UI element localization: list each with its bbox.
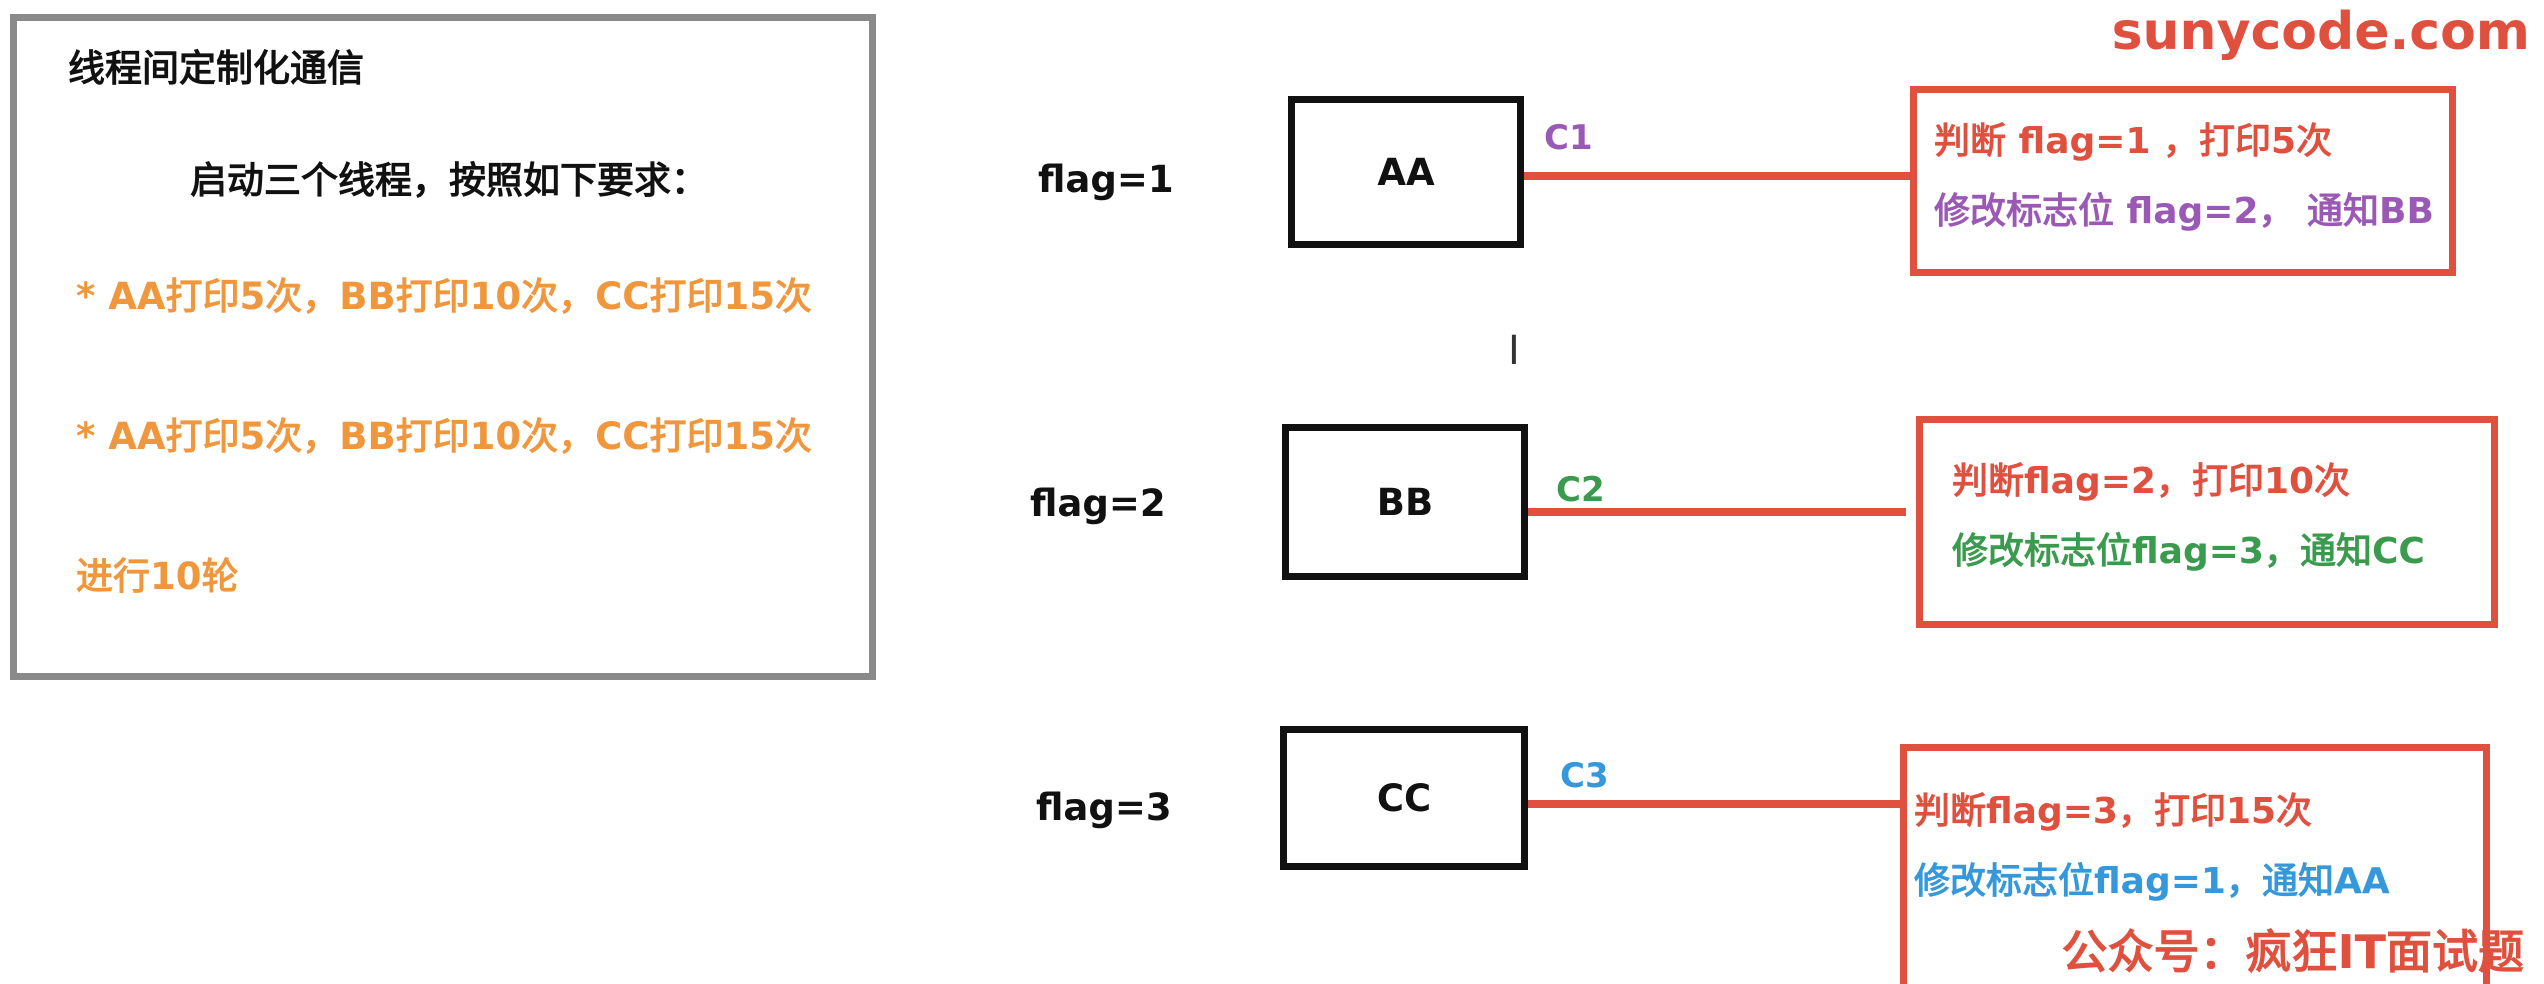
panel-subtitle: 启动三个线程，按照如下要求： [190, 159, 708, 202]
thread-box-bb: BB [1282, 424, 1528, 580]
connector-line-2 [1528, 508, 1906, 516]
requirement-2: * AA打印5次，BB打印10次，CC打印15次 [76, 415, 812, 458]
thread-box-cc: CC [1280, 726, 1528, 870]
panel-title: 线程间定制化通信 [68, 47, 364, 90]
text-cursor-icon: I [1508, 328, 1520, 374]
requirement-3: 进行10轮 [76, 555, 239, 598]
thread-name-cc: CC [1376, 776, 1432, 820]
connector-line-1 [1524, 172, 1910, 180]
action-box-1 [1910, 86, 2456, 276]
site-watermark: sunycode.com [2111, 2, 2530, 62]
footer-watermark: 公众号：疯狂IT面试题 [2061, 925, 2525, 979]
condition-label-c3: C3 [1560, 756, 1609, 796]
action-line-3a: 判断flag=3，打印15次 [1914, 791, 2313, 832]
requirements-panel [10, 14, 876, 680]
action-box-3 [1900, 744, 2490, 984]
action-line-1b: 修改标志位 flag=2， 通知BB [1934, 191, 2434, 232]
condition-label-c1: C1 [1544, 118, 1593, 158]
condition-label-c2: C2 [1556, 470, 1605, 510]
action-box-2 [1916, 416, 2498, 628]
connector-line-3 [1528, 800, 1908, 808]
action-line-1a: 判断 flag=1 ，打印5次 [1934, 121, 2333, 162]
action-line-3b: 修改标志位flag=1，通知AA [1914, 861, 2390, 902]
flag-label-3: flag=3 [1036, 786, 1172, 829]
flag-label-1: flag=1 [1038, 158, 1174, 201]
thread-name-aa: AA [1377, 150, 1435, 194]
requirement-1: * AA打印5次，BB打印10次，CC打印15次 [76, 275, 812, 318]
flag-label-2: flag=2 [1030, 482, 1166, 525]
action-line-2a: 判断flag=2，打印10次 [1952, 461, 2351, 502]
thread-box-aa: AA [1288, 96, 1524, 248]
thread-name-bb: BB [1376, 480, 1434, 524]
action-line-2b: 修改标志位flag=3，通知CC [1952, 531, 2425, 572]
